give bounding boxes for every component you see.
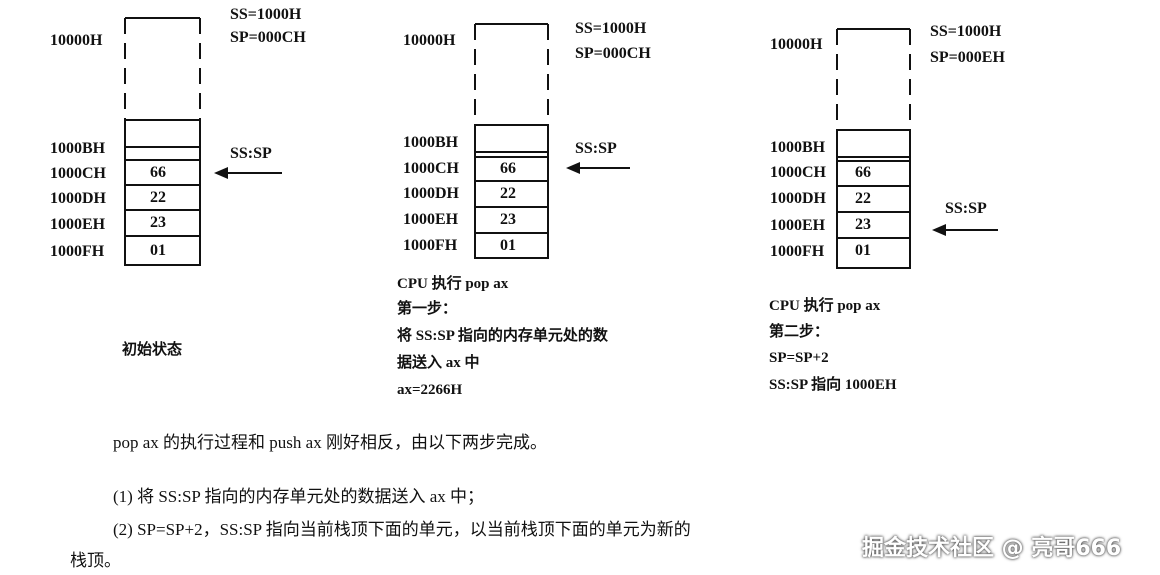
memory-cell-value: 23 — [855, 216, 871, 233]
stack-pointer-label: SS:SP — [945, 200, 987, 217]
top-address-label: 10000H — [50, 32, 103, 49]
stack-cells-frame — [124, 119, 201, 266]
arrow-3 — [932, 224, 998, 236]
memory-cell-value: 66 — [855, 164, 871, 181]
watermark-text: 掘金技术社区 @ 亮哥666 — [862, 536, 1122, 561]
body-paragraph-line: (2) SP=SP+2，SS:SP 指向当前栈顶下面的单元，以当前栈顶下面的单元… — [113, 520, 691, 539]
diagram-caption: 第二步： — [769, 324, 830, 340]
arrow-1 — [214, 167, 282, 179]
diagram-caption: CPU 执行 pop ax — [769, 298, 881, 314]
register-sp-label: SP=000CH — [575, 45, 651, 62]
memory-cell-value: 01 — [855, 242, 871, 259]
body-paragraph-line: (1) 将 SS:SP 指向的内存单元处的数据送入 ax 中； — [113, 487, 485, 506]
memory-cell-value: 66 — [150, 164, 166, 181]
address-label: 1000BH — [50, 140, 106, 157]
memory-cell-value: 66 — [500, 160, 516, 177]
arrow-2 — [566, 162, 630, 174]
memory-cell-value: 22 — [150, 189, 166, 206]
stack-diagram-3 — [836, 28, 911, 269]
address-label: 1000FH — [50, 243, 105, 260]
register-ss-label: SS=1000H — [575, 20, 647, 37]
register-ss-label: SS=1000H — [230, 6, 302, 23]
address-label: 1000EH — [50, 216, 106, 233]
address-label: 1000CH — [403, 160, 459, 177]
diagram-caption: SS:SP 指向 1000EH — [769, 377, 897, 393]
address-label: 1000CH — [50, 165, 106, 182]
stack-pointer-label: SS:SP — [575, 140, 617, 157]
memory-cell-value: 01 — [150, 242, 166, 259]
address-label: 1000BH — [770, 139, 826, 156]
diagram-caption: 据送入 ax 中 — [397, 355, 480, 371]
diagram-caption: 第一步： — [397, 301, 458, 317]
address-label: 1000DH — [403, 185, 459, 202]
diagram-caption: 将 SS:SP 指向的内存单元处的数 — [397, 328, 608, 344]
body-paragraph-line: 栈顶。 — [70, 551, 121, 570]
top-address-label: 10000H — [403, 32, 456, 49]
address-label: 1000FH — [770, 243, 825, 260]
address-label: 1000CH — [770, 164, 826, 181]
diagram-caption: ax=2266H — [397, 382, 463, 398]
memory-cell-value: 23 — [500, 211, 516, 228]
stack-diagram-1 — [124, 17, 201, 266]
register-ss-label: SS=1000H — [930, 23, 1002, 40]
memory-cell-value: 23 — [150, 214, 166, 231]
diagram-caption: 初始状态 — [122, 342, 183, 358]
stack-diagram-2 — [474, 23, 549, 259]
address-label: 1000FH — [403, 237, 458, 254]
memory-cell-value: 22 — [855, 190, 871, 207]
body-paragraph-line: pop ax 的执行过程和 push ax 刚好相反，由以下两步完成。 — [113, 433, 547, 452]
address-label: 1000DH — [770, 190, 826, 207]
address-label: 1000EH — [403, 211, 459, 228]
memory-cell-value: 22 — [500, 185, 516, 202]
diagram-caption: CPU 执行 pop ax — [397, 276, 509, 292]
memory-cell-value: 01 — [500, 237, 516, 254]
register-sp-label: SP=000CH — [230, 29, 306, 46]
address-label: 1000BH — [403, 134, 459, 151]
diagram-caption: SP=SP+2 — [769, 350, 829, 366]
address-label: 1000DH — [50, 190, 106, 207]
register-sp-label: SP=000EH — [930, 49, 1005, 66]
top-address-label: 10000H — [770, 36, 823, 53]
address-label: 1000EH — [770, 217, 826, 234]
stack-pointer-label: SS:SP — [230, 145, 272, 162]
